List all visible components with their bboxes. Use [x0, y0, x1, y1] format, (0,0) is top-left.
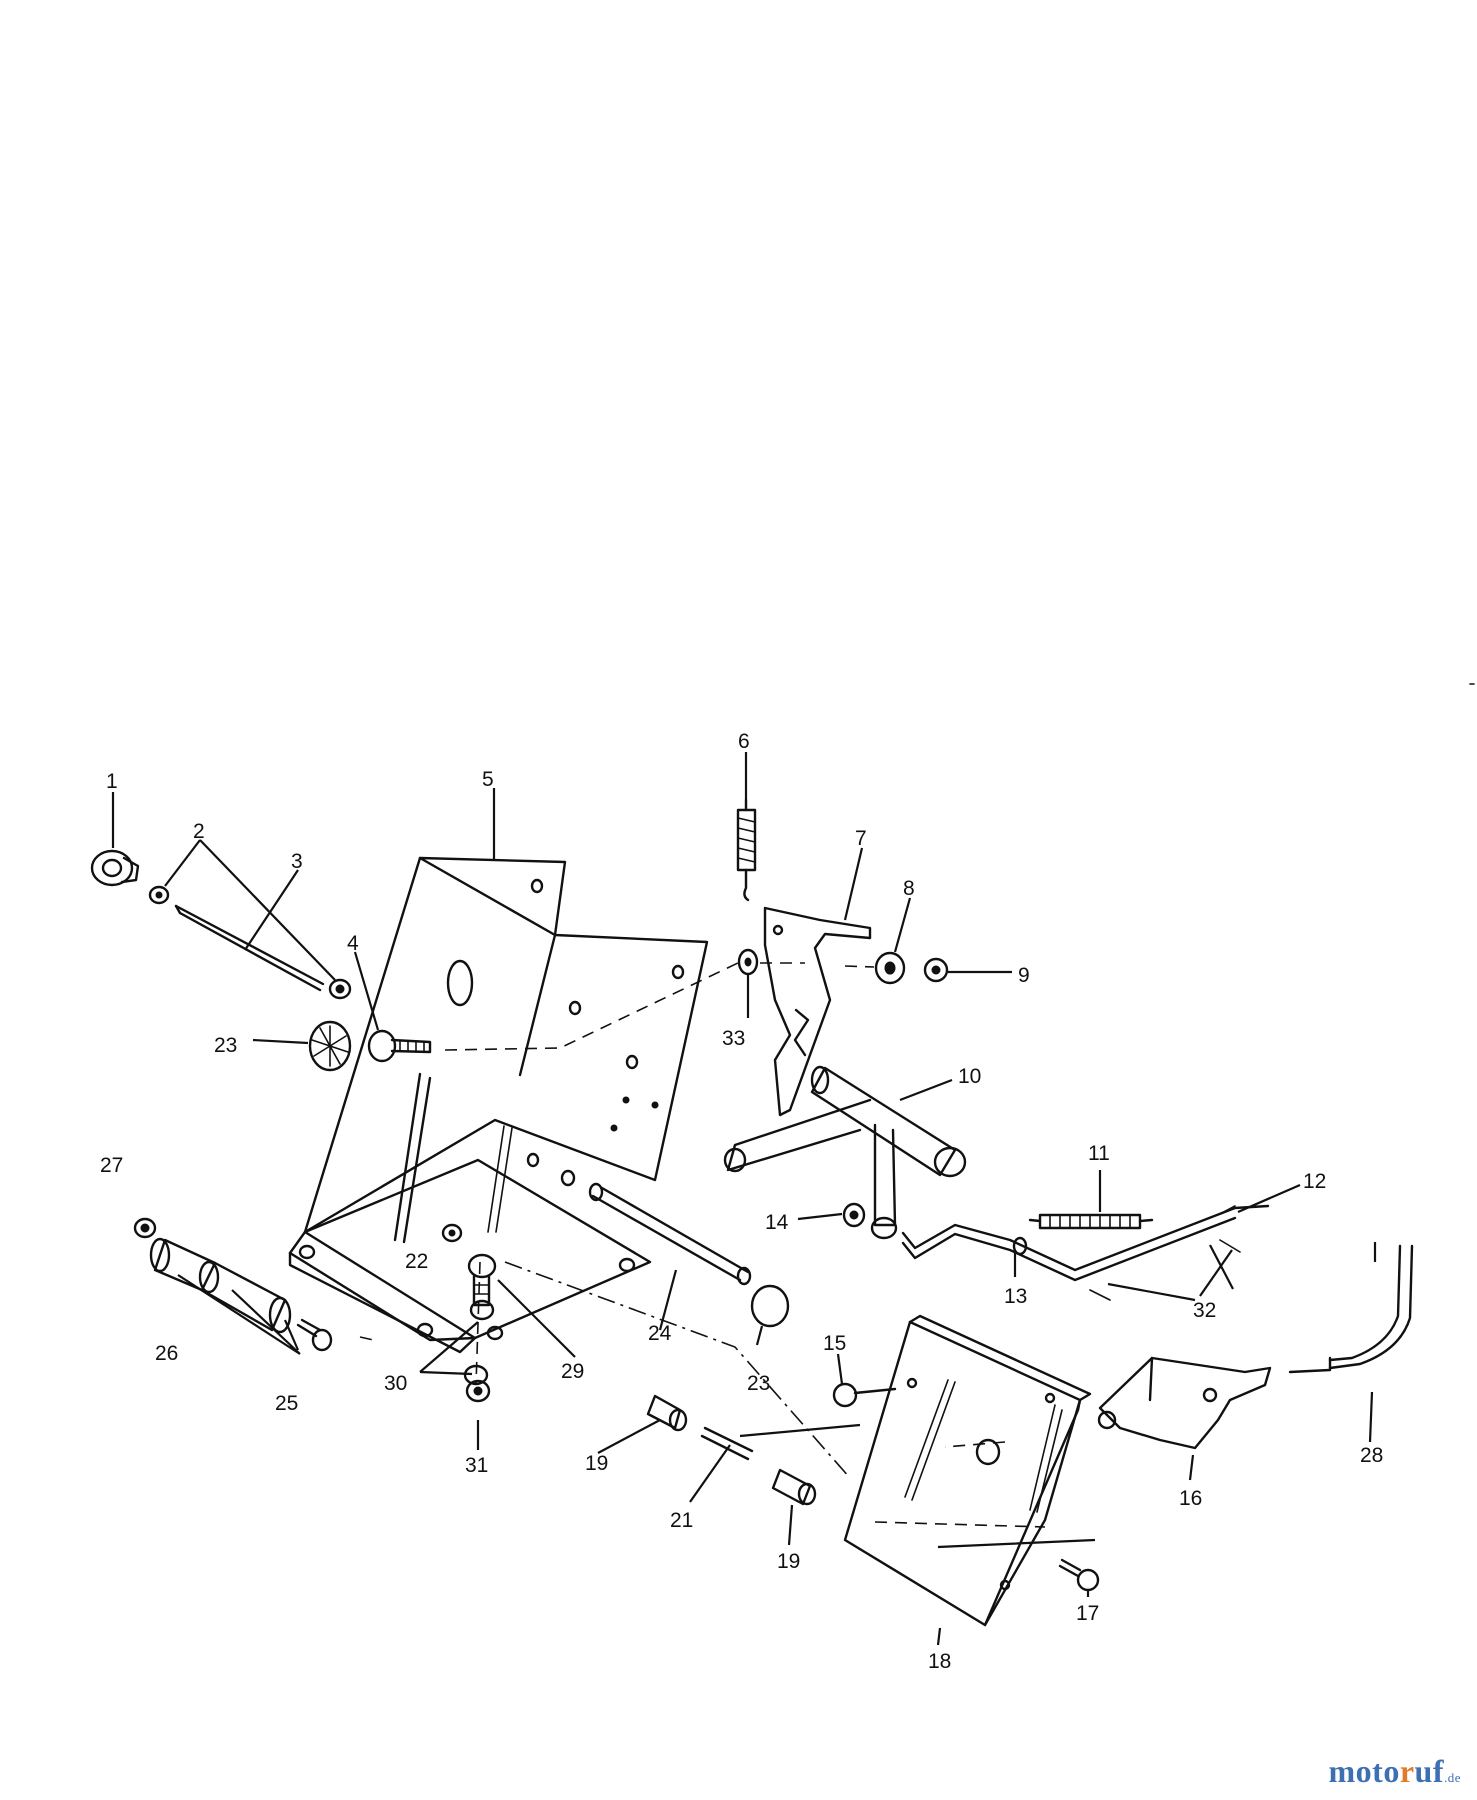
callout-21: 21: [670, 1509, 693, 1532]
callout-5: 5: [482, 768, 494, 791]
callout-4: 4: [347, 932, 359, 955]
part-13-clip: [1012, 1236, 1028, 1256]
callout-11: 11: [1088, 1142, 1110, 1165]
callout-15: 15: [823, 1332, 846, 1355]
brand-tld: .de: [1443, 1770, 1461, 1785]
part-24-pin: [588, 1182, 752, 1286]
part-25-screw: [296, 1318, 333, 1352]
callout-32: 32: [1193, 1299, 1216, 1322]
part-23-ring: [750, 1284, 790, 1328]
part-2-nuts: [148, 885, 352, 1000]
part-16-bracket: [1097, 1356, 1272, 1450]
part-33-nut: [737, 948, 805, 976]
callout-10: 10: [958, 1065, 981, 1088]
watermark-logo: motoruf.de: [1329, 1753, 1462, 1790]
part-31-nut: [465, 1379, 491, 1403]
assembly-line-4: [444, 961, 741, 1051]
brand-part-3: uf: [1414, 1753, 1444, 1789]
part-12-rod: [901, 1204, 1270, 1282]
callout-25: 25: [275, 1392, 298, 1415]
callout-29: 29: [561, 1360, 584, 1383]
part-22-nut: [441, 1223, 463, 1243]
brand-part-2: r: [1399, 1753, 1415, 1789]
part-5-main-bracket: [288, 856, 709, 1354]
part-3-rod: [174, 904, 325, 992]
part-30-washers: [463, 1299, 495, 1386]
callout-18: 18: [928, 1650, 951, 1673]
callout-2: 2: [193, 820, 205, 843]
callout-19b: 19: [777, 1550, 800, 1573]
part-26-rollers: [149, 1237, 292, 1334]
callout-3: 3: [291, 850, 303, 873]
callout-30: 30: [384, 1372, 407, 1395]
callout-1: 1: [106, 770, 118, 793]
part-14-nut: [842, 1202, 866, 1228]
callout-26: 26: [155, 1342, 178, 1365]
part-19-bushings: [646, 1394, 817, 1506]
part-17-screw: [1058, 1558, 1100, 1592]
callout-23a: 23: [214, 1034, 237, 1057]
part-21-pin: [700, 1423, 861, 1461]
callout-12: 12: [1303, 1170, 1326, 1193]
part-7-lever: [763, 906, 872, 1117]
callout-7: 7: [855, 827, 867, 850]
part-8-bushing: [844, 951, 906, 985]
part-4-bolt: [367, 1029, 432, 1063]
callout-6: 6: [738, 730, 750, 753]
part-32-pins: [1089, 1239, 1241, 1301]
callout-8: 8: [903, 877, 915, 900]
part-15-screw: [832, 1382, 897, 1408]
part-18-plate: [843, 1314, 1092, 1627]
part-11-spring: [1028, 1213, 1154, 1230]
callout-24: 24: [648, 1322, 672, 1345]
callout-33: 33: [722, 1027, 745, 1050]
assembly-line-base: [504, 1261, 851, 1479]
part-1-knob: [90, 849, 140, 887]
callout-labels: 1 2 3 4 5 6 7 8 9 10 11 12 13 14 15 16 1…: [100, 730, 1383, 1673]
part-27-nut: [133, 1217, 157, 1239]
callout-28: 28: [1360, 1444, 1383, 1467]
part-6-spring: [736, 798, 757, 902]
assembly-line-26: [359, 1336, 379, 1342]
callout-27: 27: [100, 1154, 123, 1177]
callout-13: 13: [1004, 1285, 1027, 1308]
callout-16: 16: [1179, 1487, 1202, 1510]
callout-22: 22: [405, 1250, 428, 1273]
brand-part-1: moto: [1328, 1753, 1400, 1789]
part-29-bolt: [467, 1253, 497, 1307]
callout-17: 17: [1076, 1602, 1099, 1625]
callout-31: 31: [465, 1454, 488, 1477]
part-10-shaft: [723, 1065, 967, 1240]
callout-23b: 23: [747, 1372, 770, 1395]
part-23-star-washer: [308, 1020, 352, 1072]
callout-9: 9: [1018, 964, 1030, 987]
assembly-line-31: [475, 1261, 481, 1386]
part-28-cable: [1288, 1244, 1414, 1374]
callout-19a: 19: [585, 1452, 608, 1475]
leader-lines: [111, 752, 1377, 1646]
callout-14: 14: [765, 1211, 789, 1234]
part-9-nut: [923, 957, 949, 983]
